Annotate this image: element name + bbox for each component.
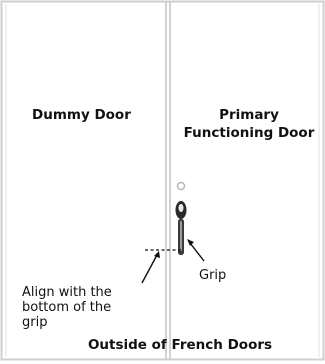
keyhole-ring xyxy=(176,181,186,191)
grip-arrow-line xyxy=(189,242,205,262)
align-label-line3: grip xyxy=(22,315,48,330)
diagram-caption: Outside of French Doors xyxy=(87,337,273,353)
dummy-door-label: Dummy Door xyxy=(32,107,131,123)
grip-label: Grip xyxy=(199,268,227,283)
thumb-latch-highlight xyxy=(178,204,184,212)
door-handle xyxy=(175,181,187,255)
align-arrow-head xyxy=(154,251,160,258)
align-arrow-line xyxy=(141,254,158,284)
primary-door-label-line2: Functioning Door xyxy=(183,125,315,141)
align-label-line1: Align with the xyxy=(22,285,112,300)
grip-arrow-head xyxy=(187,239,194,246)
align-label-line2: bottom of the xyxy=(22,300,112,315)
primary-door-label-line1: Primary xyxy=(219,107,279,123)
grip-shaft-highlight xyxy=(180,221,182,251)
